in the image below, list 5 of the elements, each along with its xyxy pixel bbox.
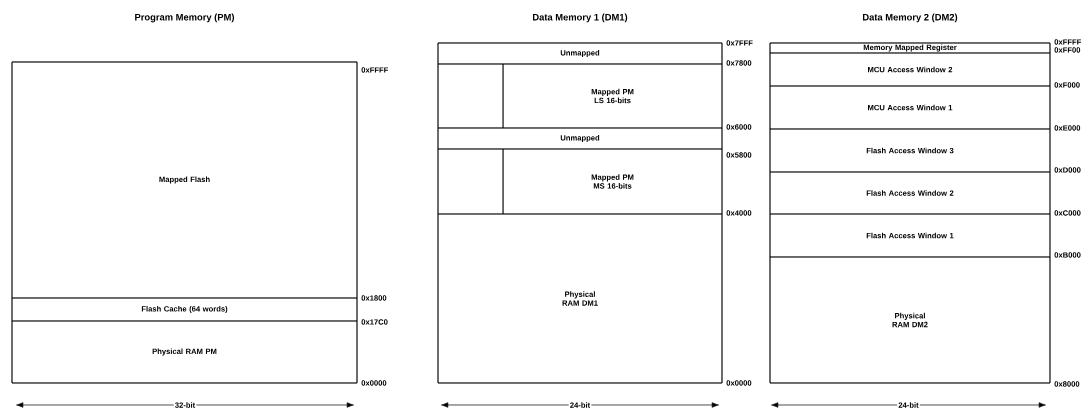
- node-label: Program Memory (PM): [135, 13, 235, 23]
- node-label: Data Memory 2 (DM2): [862, 13, 958, 23]
- empty-box: [437, 63, 504, 129]
- node-label: Data Memory 1 (DM1): [532, 13, 628, 23]
- empty-box: [437, 148, 504, 215]
